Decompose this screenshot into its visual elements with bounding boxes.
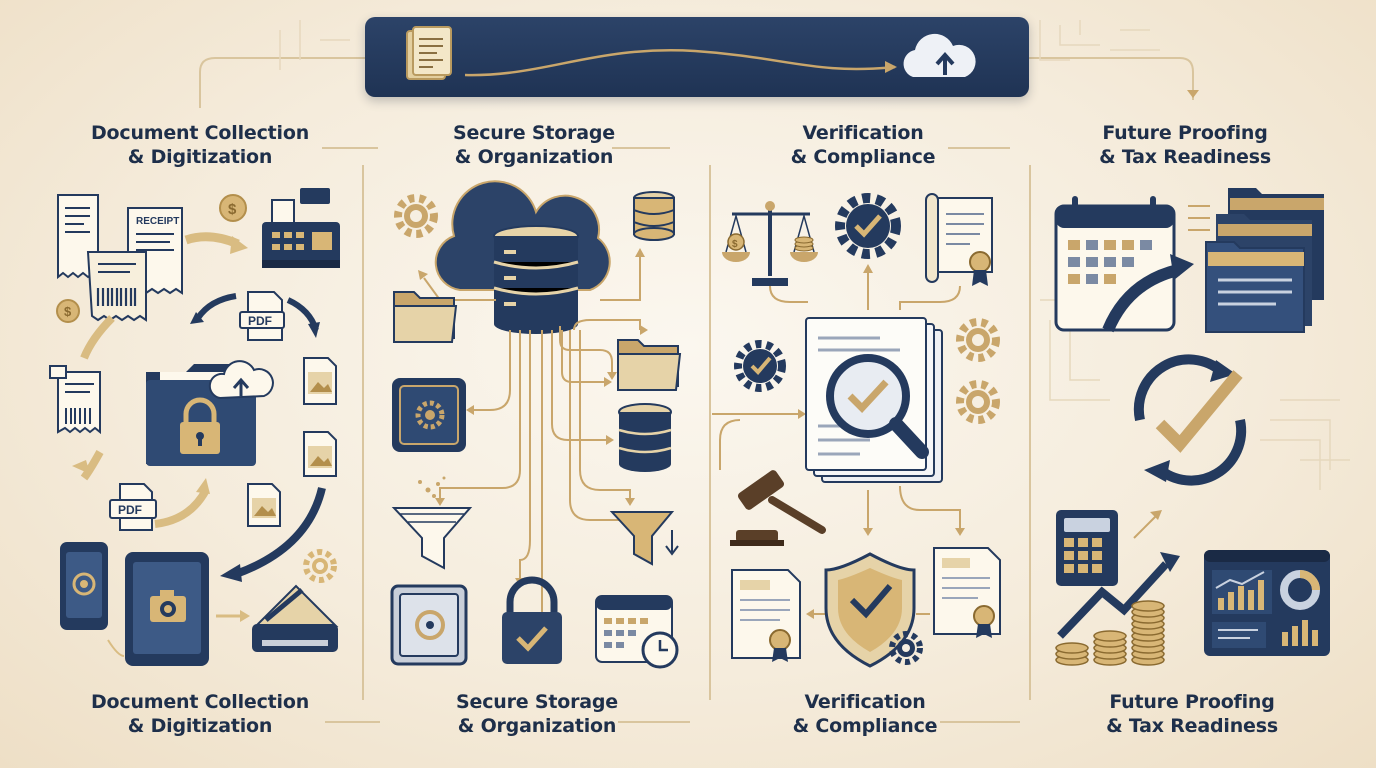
document-icon: [406, 26, 452, 80]
title-line: Verification: [804, 691, 926, 713]
cloud-upload-icon: [903, 33, 976, 77]
gear-icon: [303, 549, 337, 583]
calendar-clock-icon: [595, 595, 679, 669]
title-line: Secure Storage: [456, 691, 618, 713]
title-line: & Tax Readiness: [1099, 146, 1271, 168]
title-line: & Digitization: [127, 146, 273, 168]
cash-register-icon: [262, 188, 340, 268]
database-icon: [618, 403, 672, 472]
arrow-connector: [184, 232, 240, 249]
pdf-file-icon: PDF: [239, 291, 285, 341]
footer-title-storage: Secure Storage & Organization: [397, 690, 677, 738]
title-line: & Compliance: [792, 715, 938, 737]
receipts-icon: RECEIPT: [57, 194, 183, 322]
cloud-database-icon: [434, 180, 611, 334]
title-line: & Organization: [454, 146, 614, 168]
smartphone-icon: [60, 542, 108, 630]
title-line: & Organization: [457, 715, 617, 737]
growth-arrow: [1057, 561, 1169, 639]
gear-icon: [956, 318, 1000, 362]
dashboard-icon: [1204, 550, 1330, 656]
svg-text:$: $: [228, 201, 237, 218]
receipt-label: RECEIPT: [136, 216, 179, 227]
folder-icon: [393, 291, 458, 343]
arrow-head: [240, 610, 250, 622]
title-line: & Digitization: [127, 715, 273, 737]
column-title-verification: Verification & Compliance: [723, 121, 1003, 169]
growth-arrow: [1102, 264, 1180, 333]
coin-stack-icon: [1055, 600, 1165, 666]
shield-check-icon: [824, 552, 916, 668]
vault-icon: [390, 584, 468, 666]
pdf-file-icon: PDF: [109, 483, 157, 531]
gear-icon: [889, 631, 923, 665]
title-line: Future Proofing: [1109, 691, 1275, 713]
arrow-head: [1160, 552, 1180, 572]
title-line: Secure Storage: [453, 122, 615, 144]
title-line: & Compliance: [790, 146, 936, 168]
pdf-label: PDF: [248, 314, 272, 328]
calculator-icon: [1056, 510, 1118, 586]
verification-connectors: [712, 270, 961, 615]
funnel-icon: [609, 511, 679, 566]
svg-text:$: $: [64, 304, 72, 319]
cycle-arrows: [72, 293, 326, 582]
database-icon: [633, 191, 675, 241]
receipt-icon: [49, 365, 101, 435]
image-file-icon: [303, 431, 337, 477]
gear-check-icon: [734, 340, 786, 392]
certificate-icon: [731, 569, 801, 662]
calendar-icon: [1054, 196, 1176, 332]
image-file-icon: [303, 357, 337, 405]
column-title-future: Future Proofing & Tax Readiness: [1045, 121, 1325, 169]
title-line: Document Collection: [90, 691, 310, 713]
trend-line: [1133, 515, 1157, 539]
coin-icon: $: [219, 194, 247, 222]
footer-title-future: Future Proofing & Tax Readiness: [1052, 690, 1332, 738]
arrow-head: [1150, 510, 1162, 520]
document-magnifier-icon: [805, 317, 943, 483]
branch-arrows: [423, 256, 641, 620]
arrow-head: [230, 236, 248, 254]
funnel-icon: [391, 476, 473, 570]
scanner-icon: [252, 584, 339, 652]
folder-stack-icon: [1205, 188, 1324, 333]
svg-text:$: $: [732, 239, 738, 250]
title-line: Document Collection: [90, 122, 310, 144]
image-file-icon: [247, 483, 281, 527]
scales-icon: $: [722, 201, 818, 286]
folder-lock-icon: [146, 360, 274, 466]
certificate-icon: [925, 193, 993, 286]
connector: [107, 639, 125, 657]
pdf-label: PDF: [118, 503, 142, 517]
dash-lines: [1188, 205, 1210, 231]
title-line: Future Proofing: [1102, 122, 1268, 144]
arrow-head: [1170, 254, 1194, 280]
certificate-icon: [933, 547, 1001, 638]
banner-graphics: [406, 26, 976, 80]
coin-icon: $: [56, 299, 80, 323]
arrow-heads: [798, 264, 965, 619]
footer-title-verification: Verification & Compliance: [725, 690, 1005, 738]
gavel-icon: [730, 470, 826, 546]
gear-check-icon: [835, 193, 901, 259]
title-line: Verification: [802, 122, 924, 144]
workflow-banner: [365, 17, 1029, 97]
column-title-collection: Document Collection & Digitization: [60, 121, 340, 169]
footer-title-collection: Document Collection & Digitization: [60, 690, 340, 738]
title-line: & Tax Readiness: [1106, 715, 1278, 737]
tablet-camera-icon: [125, 552, 209, 666]
gear-icon: [956, 380, 1000, 424]
folder-icon: [617, 339, 682, 391]
safe-icon: [392, 378, 466, 452]
lock-check-icon: [502, 576, 562, 664]
refresh-check-icon: [1133, 354, 1247, 486]
gear-icon: [394, 194, 438, 238]
column-title-storage: Secure Storage & Organization: [394, 121, 674, 169]
